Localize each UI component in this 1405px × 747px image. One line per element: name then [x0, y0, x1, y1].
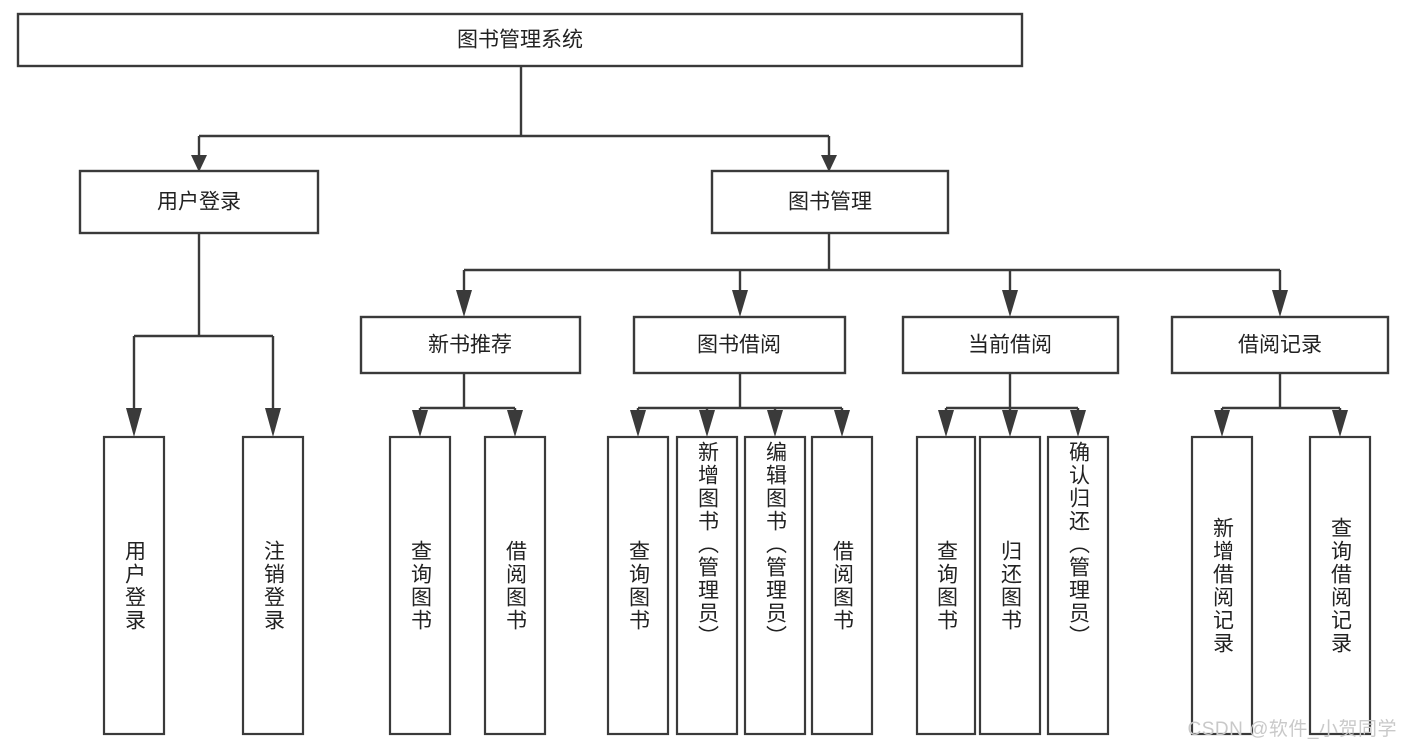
node-box-bb-edit-book[interactable] [743, 435, 807, 736]
arrowhead-book-manage [821, 155, 837, 172]
arrowhead-current-borrow [1002, 290, 1018, 317]
label-layer-horizontal: 图书管理系统 用户登录 图书管理 新书推荐 图书借阅 当前借阅 借阅记录 [157, 29, 1322, 357]
arrowhead-new-book-recommend [456, 290, 472, 317]
arrowhead-bb-query-book [630, 410, 646, 437]
node-box-bb-borrow-book[interactable] [810, 435, 874, 736]
node-box-bb-query-book[interactable] [606, 435, 670, 736]
label-book-manage: 图书管理 [788, 191, 872, 214]
connector-layer [126, 66, 1348, 437]
node-box-nbr-borrow-book[interactable] [483, 435, 547, 736]
node-box-root[interactable] [16, 12, 1024, 68]
arrowhead-cb-confirm-return [1070, 410, 1086, 437]
node-box-cb-return-book[interactable] [978, 435, 1042, 736]
node-box-borrow-record[interactable] [1170, 315, 1390, 375]
arrowhead-book-borrow [732, 290, 748, 317]
arrowhead-cb-query-book [938, 410, 954, 437]
node-box-user-login-do[interactable] [102, 435, 166, 736]
arrowhead-bb-edit-book [767, 410, 783, 437]
label-borrow-record: 借阅记录 [1238, 334, 1322, 357]
node-box-bb-add-book[interactable] [675, 435, 739, 736]
node-box-br-add-record[interactable] [1190, 435, 1254, 736]
arrowhead-nbr-query-book [412, 410, 428, 437]
arrowhead-bb-add-book [699, 410, 715, 437]
csdn-watermark: CSDN @软件_小贺同学 [1187, 719, 1397, 740]
node-box-nbr-query-book[interactable] [388, 435, 452, 736]
node-box-book-borrow[interactable] [632, 315, 847, 375]
arrowhead-user-login-do [126, 408, 142, 437]
arrowhead-cb-return-book [1002, 410, 1018, 437]
label-root: 图书管理系统 [457, 29, 583, 52]
node-box-new-book-recommend[interactable] [359, 315, 582, 375]
label-current-borrow: 当前借阅 [968, 334, 1052, 357]
node-box-br-query-record[interactable] [1308, 435, 1372, 736]
arrowhead-borrow-record [1272, 290, 1288, 317]
node-box-user-login[interactable] [78, 169, 320, 235]
node-box-current-borrow[interactable] [901, 315, 1120, 375]
node-box-book-manage[interactable] [710, 169, 950, 235]
arrowhead-nbr-borrow-book [507, 410, 523, 437]
arrowhead-user-logout [265, 408, 281, 437]
arrowhead-bb-borrow-book [834, 410, 850, 437]
arrowhead-user-login [191, 155, 207, 172]
node-box-cb-confirm-return[interactable] [1046, 435, 1110, 736]
label-book-borrow: 图书借阅 [697, 334, 781, 357]
label-new-book-recommend: 新书推荐 [428, 334, 512, 357]
node-box-cb-query-book[interactable] [915, 435, 977, 736]
arrowhead-br-add-record [1214, 410, 1230, 437]
node-box-user-logout[interactable] [241, 435, 305, 736]
node-layer [16, 12, 1390, 736]
label-user-login: 用户登录 [157, 191, 241, 214]
arrowhead-br-query-record [1332, 410, 1348, 437]
